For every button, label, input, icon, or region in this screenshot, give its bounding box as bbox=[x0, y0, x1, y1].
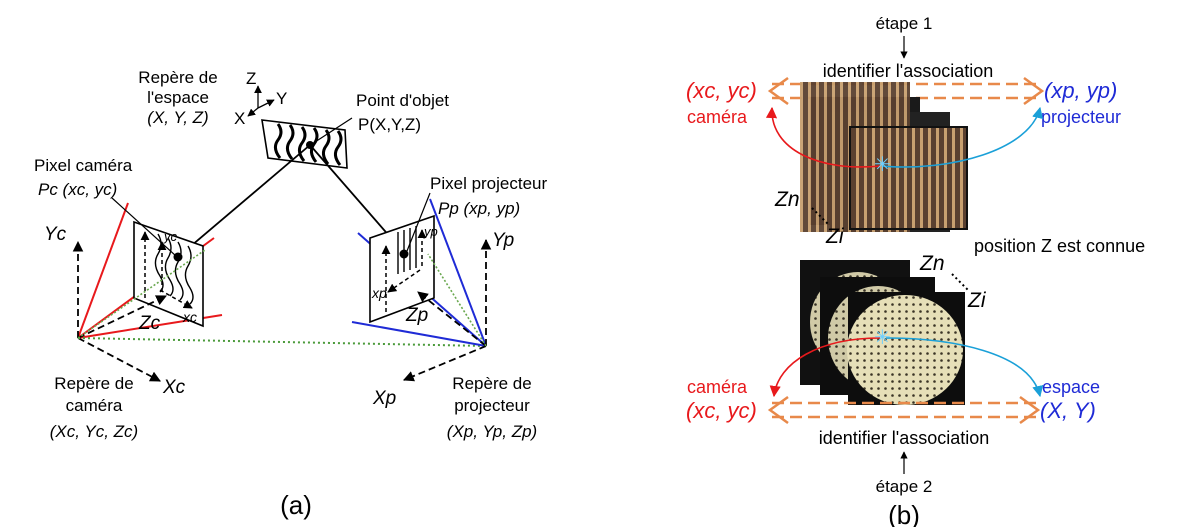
camera-frame-line1: Repère de bbox=[54, 374, 133, 393]
zi-bottom-label: Zi bbox=[967, 289, 987, 312]
panel-b-caption: (b) bbox=[888, 500, 920, 527]
projector-Xp-label: Xp bbox=[372, 388, 396, 409]
space-frame-line1: Repère de bbox=[138, 68, 217, 87]
projector-frame-line3: (Xp, Yp, Zp) bbox=[447, 422, 537, 441]
projector-yp-label: yp bbox=[423, 224, 438, 239]
camera-ray bbox=[178, 145, 310, 257]
space-frame-line2: l'espace bbox=[147, 88, 209, 107]
zi-top-label: Zi bbox=[825, 225, 845, 248]
camera-xc-label: xc bbox=[182, 309, 197, 325]
camera-model bbox=[78, 198, 222, 381]
panel-b: étape 1 identifier l'association (xc, yc… bbox=[686, 14, 1145, 527]
matched-point-bottom: ✳ bbox=[874, 327, 891, 349]
space-label: espace bbox=[1042, 377, 1100, 397]
projector-pixel-line1: Pixel projecteur bbox=[430, 174, 548, 193]
matched-point-top: ✳ bbox=[874, 154, 891, 176]
panel-a: Repère de l'espace (X, Y, Z) Z Y X Point… bbox=[34, 68, 548, 520]
projector-frame-line2: projecteur bbox=[454, 396, 530, 415]
panel-a-caption: (a) bbox=[280, 490, 312, 520]
space-frame-line3: (X, Y, Z) bbox=[147, 108, 208, 127]
camera-Yc-label: Yc bbox=[44, 224, 67, 245]
axis-x-label: X bbox=[234, 109, 245, 128]
camera-coords-top: (xc, yc) bbox=[686, 78, 757, 103]
step1-label: étape 1 bbox=[876, 14, 933, 33]
camera-yc-label: yc bbox=[163, 229, 178, 244]
projector-coords: (xp, yp) bbox=[1044, 78, 1117, 103]
camera-coords-bottom: (xc, yc) bbox=[686, 398, 757, 423]
camera-pixel-line1: Pixel caméra bbox=[34, 156, 133, 175]
projector-pixel-line2: Pp (xp, yp) bbox=[438, 199, 520, 218]
camera-Xc-label: Xc bbox=[162, 377, 186, 398]
object-surface bbox=[262, 120, 347, 168]
projector-Zp-label: Zp bbox=[405, 305, 428, 326]
camera-Zc-label: Zc bbox=[138, 313, 161, 334]
camera-frame-line2: caméra bbox=[66, 396, 123, 415]
axis-z-label: Z bbox=[246, 69, 256, 88]
space-coords: (X, Y) bbox=[1040, 398, 1096, 423]
identify-top-label: identifier l'association bbox=[823, 61, 994, 81]
object-point-line1: Point d'objet bbox=[356, 91, 449, 110]
zn-bottom-label: Zn bbox=[919, 252, 945, 275]
projector-Yp-label: Yp bbox=[492, 230, 514, 251]
projector-xp-label: xp bbox=[371, 285, 387, 301]
space-axes-triad: Z Y X bbox=[234, 69, 287, 128]
axis-y-label: Y bbox=[276, 89, 287, 108]
camera-label-top: caméra bbox=[687, 107, 748, 127]
camera-pixel-marker bbox=[174, 253, 183, 262]
step2-label: étape 2 bbox=[876, 477, 933, 496]
object-point-line2: P(X,Y,Z) bbox=[358, 115, 421, 134]
projector-label: projecteur bbox=[1041, 107, 1121, 127]
z-known-label: position Z est connue bbox=[974, 236, 1145, 256]
camera-pixel-line2: Pc (xc, yc) bbox=[38, 180, 117, 199]
camera-label-bottom: caméra bbox=[687, 377, 748, 397]
identify-bottom-label: identifier l'association bbox=[819, 428, 990, 448]
zn-top-label: Zn bbox=[774, 188, 800, 211]
baseline-camera-projector bbox=[78, 338, 486, 346]
projector-frame-line1: Repère de bbox=[452, 374, 531, 393]
camera-frame-line3: (Xc, Yc, Zc) bbox=[50, 422, 138, 441]
